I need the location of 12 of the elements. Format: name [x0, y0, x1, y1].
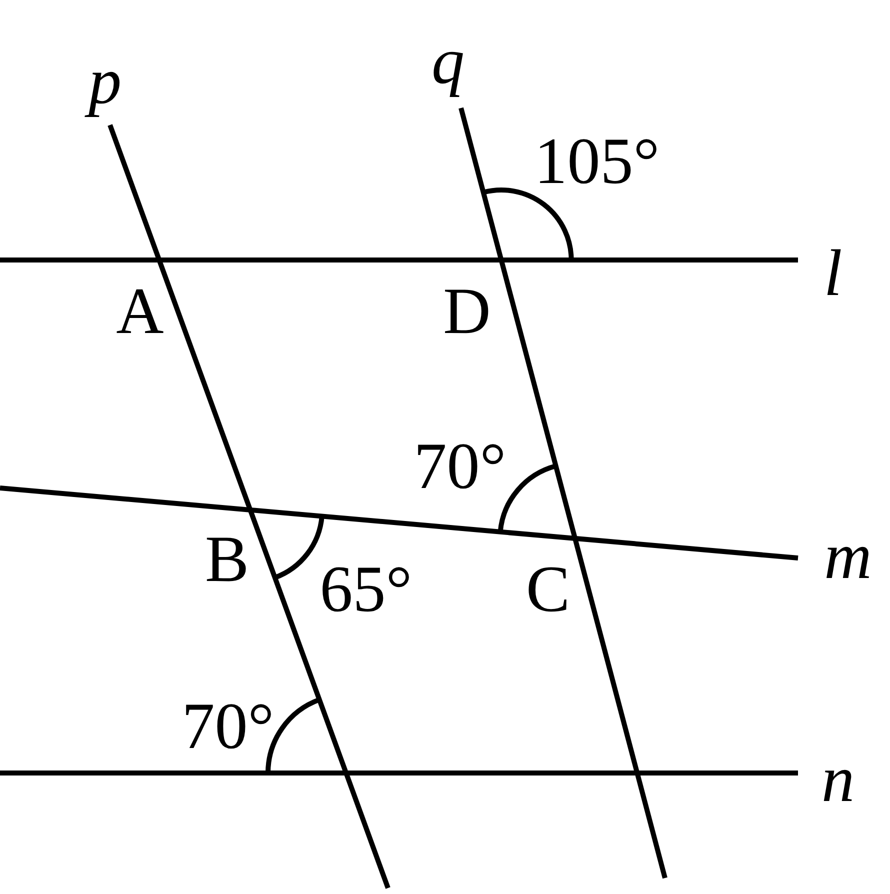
angle-label: 70° [182, 694, 274, 760]
point-label: D [443, 279, 491, 345]
angle-label: 70° [414, 434, 506, 500]
point-label: A [116, 279, 164, 345]
point-label: C [526, 557, 570, 623]
line-label: l [824, 241, 842, 307]
point-label: B [204, 527, 250, 593]
line-label: q [432, 29, 464, 95]
line-label: m [824, 524, 872, 590]
line-label: n [822, 747, 854, 813]
angle-label: 105° [534, 129, 660, 195]
angle-label: 65° [320, 557, 412, 623]
